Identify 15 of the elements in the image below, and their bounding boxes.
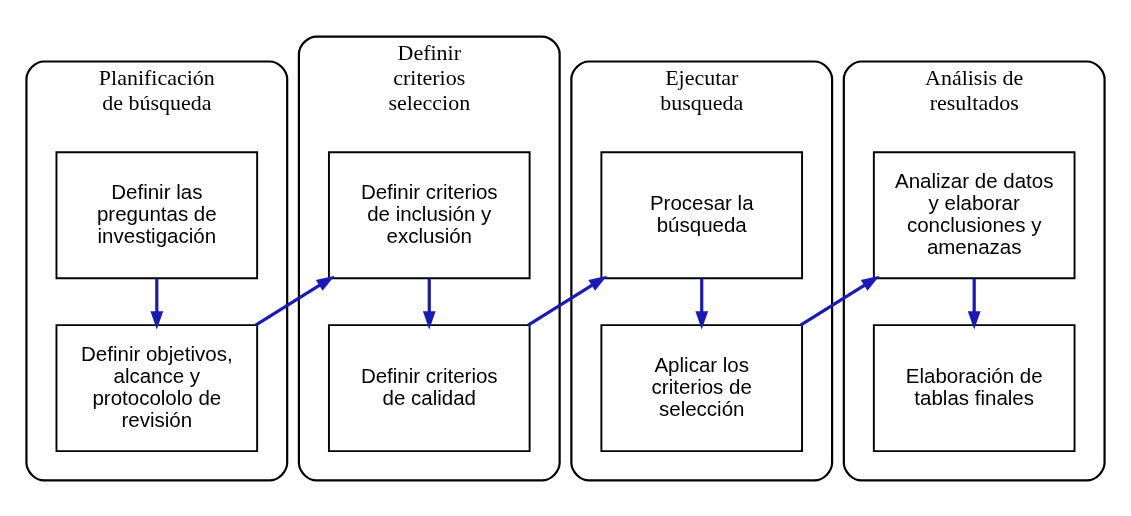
arrow <box>527 275 608 326</box>
node-box: Definir criterios de inclusión y exclusión <box>328 150 531 279</box>
node-box: Definir objetivos, alcance y protocololo de revisión <box>55 323 259 452</box>
arrow <box>799 275 880 326</box>
node-box: Procesar la búsqueda <box>600 150 804 279</box>
node-box: Aplicar los criterios de selección <box>600 323 804 452</box>
arrow <box>695 278 709 329</box>
arrow <box>150 278 164 329</box>
arrow <box>422 278 436 329</box>
arrow <box>967 278 981 329</box>
node-box: Analizar de datos y elaborar conclusiones y amenazas <box>872 150 1076 279</box>
node-box: Elaboración de tablas finales <box>872 323 1076 452</box>
node-box: Definir criterios de calidad <box>328 323 531 452</box>
arrow <box>254 275 335 326</box>
node-box: Definir las preguntas de investigación <box>55 150 259 279</box>
